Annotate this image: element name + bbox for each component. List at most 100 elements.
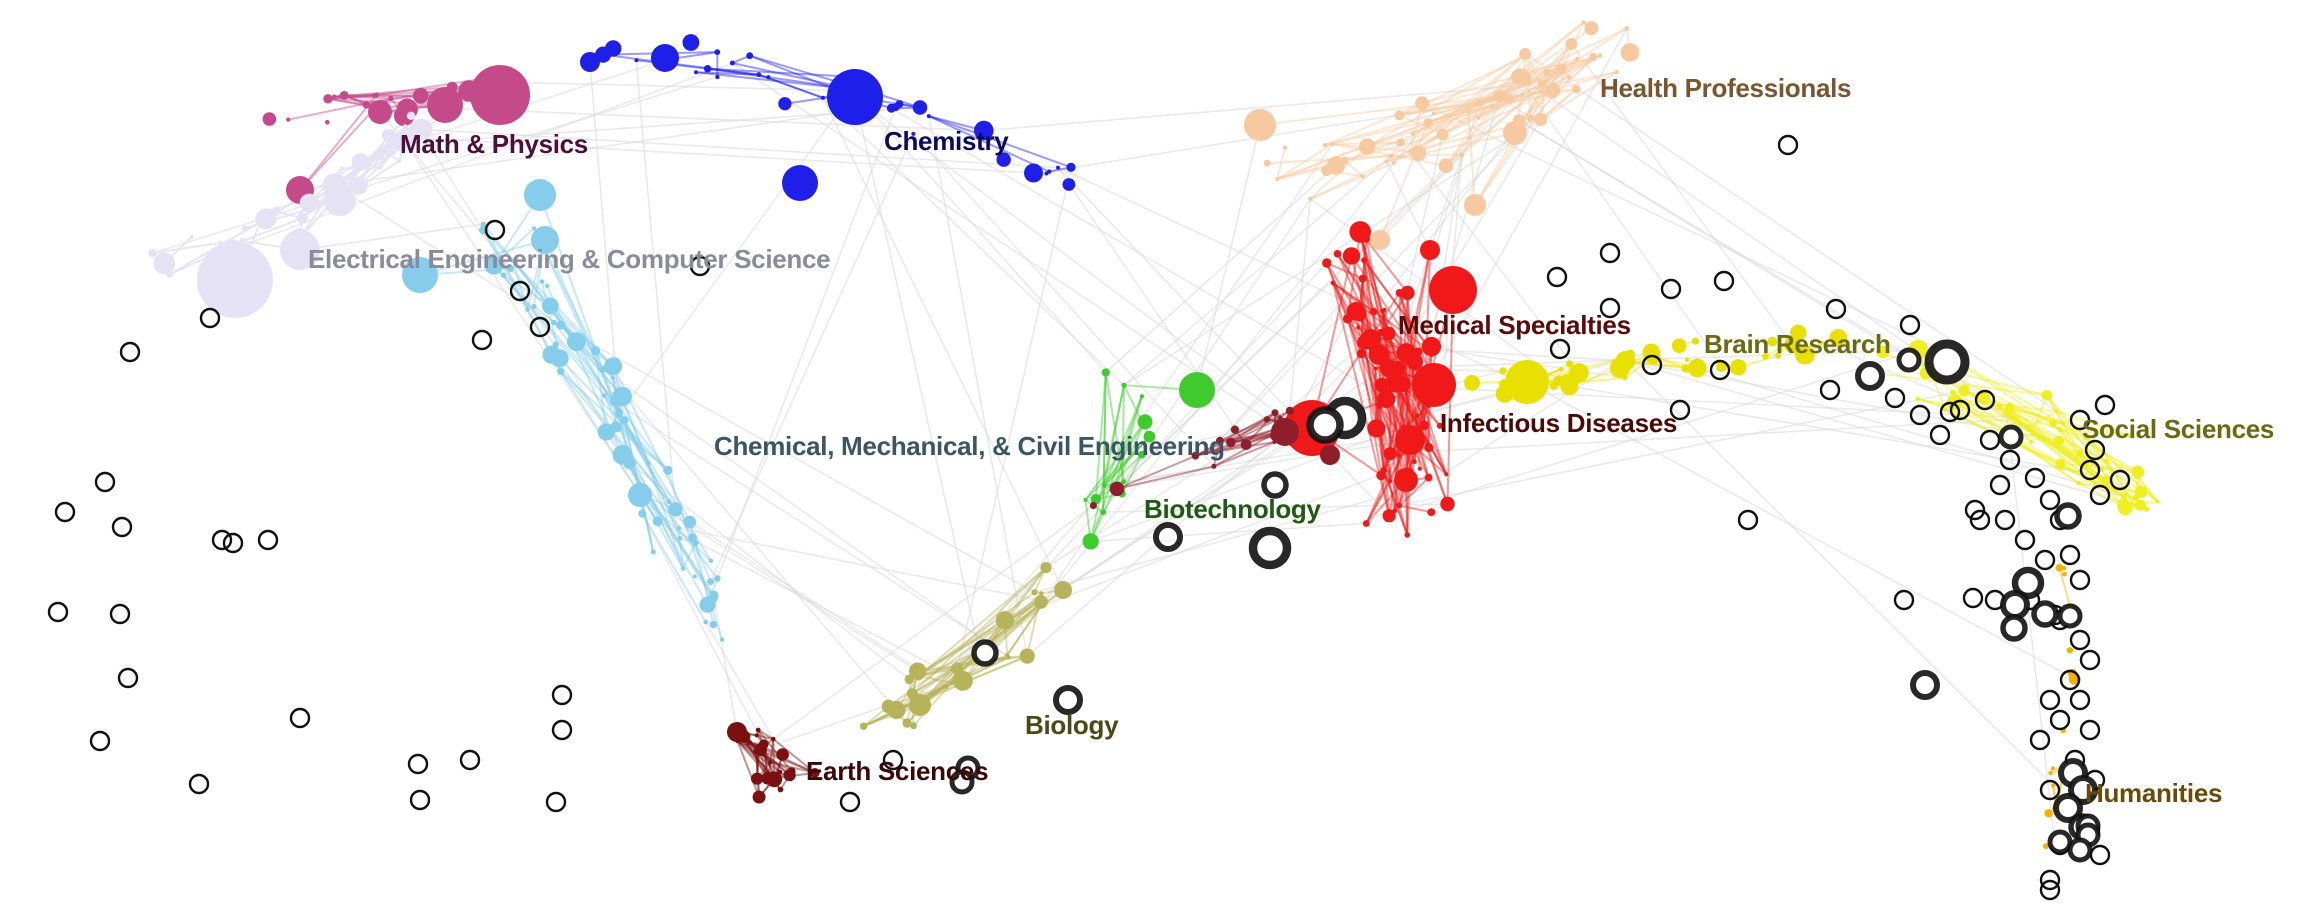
edge-health (1467, 21, 1585, 112)
edge-cross (494, 81, 869, 92)
node-health (1360, 174, 1365, 179)
node-ceng (510, 258, 515, 263)
edge-med (1374, 368, 1378, 429)
edge-cross (854, 96, 1293, 425)
node-earth (735, 739, 740, 744)
node-med (1394, 480, 1400, 486)
node-eecs (351, 152, 370, 171)
unclassified-node (839, 791, 861, 813)
edge-ceng (639, 494, 712, 562)
node-math (446, 81, 458, 93)
edge-biotech (1103, 435, 1151, 487)
unclassified-node (1899, 314, 1921, 336)
node-social (2092, 480, 2097, 485)
unclassified-node-major (971, 639, 999, 667)
node-layer (148, 20, 2160, 850)
node-chem (820, 95, 826, 100)
edge-bio (863, 656, 1010, 728)
edge-chem (695, 71, 852, 91)
edge-social (1967, 403, 2080, 485)
edge-med (1398, 292, 1419, 353)
unclassified-node-major (2053, 793, 2083, 823)
node-ceng (707, 578, 715, 586)
edge-earth (769, 738, 775, 763)
node-chem (1062, 178, 1076, 191)
node-bio (1039, 591, 1044, 596)
node-health (1275, 176, 1280, 182)
edge-earth (757, 729, 774, 740)
node-brain (1495, 384, 1514, 403)
node-ceng (532, 226, 536, 231)
edge-cross (1365, 353, 1631, 525)
node-human (2044, 809, 2053, 818)
edge-cross (1061, 345, 1432, 591)
edge-cross (232, 62, 733, 251)
edge-cross (1390, 418, 2017, 455)
edge-cross (1103, 503, 1448, 513)
node-math (325, 119, 330, 125)
node-ceng (610, 375, 615, 380)
node-earth (738, 730, 751, 743)
node-social (1876, 345, 1890, 359)
node-earth (768, 760, 773, 765)
node-social (1943, 407, 1948, 412)
edge-ceng (641, 513, 707, 623)
node-med (1429, 266, 1477, 314)
edge-social (1950, 397, 2058, 413)
node-health (1572, 84, 1581, 94)
node-health (1322, 142, 1328, 148)
edge-ceng (544, 239, 620, 415)
edge-cross (1049, 94, 1523, 173)
unclassified-node (211, 529, 233, 551)
edge-ceng (493, 264, 616, 403)
edge-cross (1057, 167, 1247, 446)
node-brain (1671, 338, 1687, 354)
node-earth (777, 786, 784, 793)
edge-social (2010, 416, 2126, 509)
edge-med (1403, 414, 1418, 429)
node-health (1543, 78, 1549, 84)
node-eecs (382, 128, 396, 142)
edge-biotech (1121, 385, 1125, 494)
unclassified-node (119, 341, 141, 363)
node-bio (910, 722, 917, 730)
edge-math (299, 106, 377, 191)
node-ceng (635, 489, 647, 501)
edge-math (334, 86, 453, 98)
cluster-label-health: Health Professionals (1600, 73, 1851, 103)
unclassified-node-major (949, 769, 975, 795)
unclassified-node (1713, 270, 1735, 292)
node-ceng (638, 509, 647, 518)
node-health (1556, 64, 1567, 75)
node-health (1534, 112, 1548, 127)
edge-biotech (1102, 372, 1107, 513)
node-health (1584, 21, 1599, 36)
node-health (1431, 111, 1436, 116)
node-med (1382, 307, 1387, 312)
node-human (2048, 770, 2053, 776)
cluster-label-med: Medical Specialties (1398, 310, 1631, 340)
edge-health (1477, 54, 1529, 119)
node-infect (1191, 451, 1199, 459)
unclassified-node-major (2011, 566, 2045, 600)
unclassified-node (2049, 709, 2071, 731)
edge-social (1999, 405, 2107, 462)
unclassified-node (1709, 359, 1731, 381)
node-health (1544, 82, 1561, 99)
node-med (1403, 350, 1410, 357)
node-bio (943, 684, 948, 689)
edge-ceng (615, 426, 669, 472)
node-social (1915, 396, 1920, 401)
node-eecs (299, 193, 319, 213)
node-social (1977, 391, 1991, 405)
edge-bio (917, 566, 1047, 678)
node-earth (776, 748, 789, 761)
unclassified-node (2079, 459, 2101, 481)
unclassified-node (109, 603, 131, 625)
unclassified-node-major (2000, 590, 2030, 620)
node-health (1476, 115, 1481, 120)
node-chem (895, 100, 904, 109)
node-ceng (680, 566, 686, 571)
node-infect (1289, 422, 1294, 427)
